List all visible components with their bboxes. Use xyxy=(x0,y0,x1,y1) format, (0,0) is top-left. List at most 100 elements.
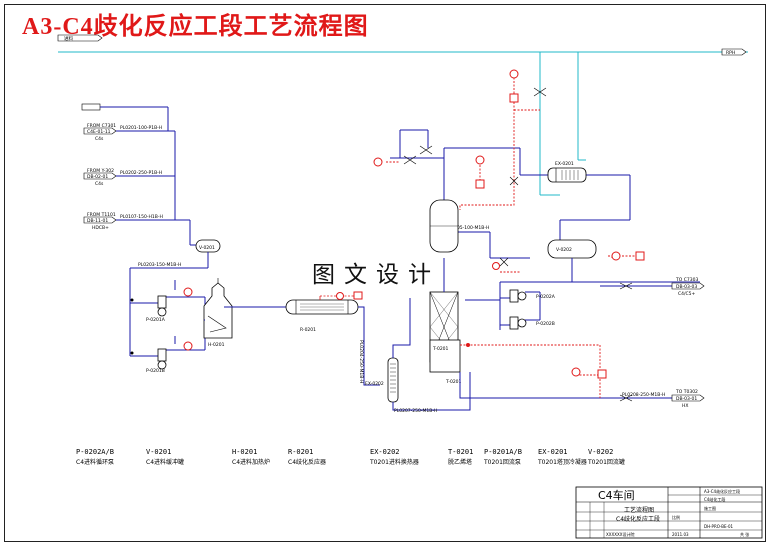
p-0202b-label: P-0201B xyxy=(146,368,165,374)
outlet-2-label: TO T0302 xyxy=(675,389,698,395)
title-block-right-2: C4歧化工段 xyxy=(704,496,725,502)
inlet-3: FROM T1101 DB-11-01 HDCB+ PL0107-150-H1B… xyxy=(83,212,190,231)
legend-code: EX-0201 xyxy=(538,448,568,456)
instrument-bubbles xyxy=(373,69,645,379)
t-0201-label: T-0201 xyxy=(432,346,449,352)
inlet-1-line: PL0201-100-P1B-H xyxy=(120,125,162,131)
outlet-arrow-top-right: RPH xyxy=(721,48,747,56)
p-0202a-label: P-0201A xyxy=(146,317,166,323)
title-block-drawing-no: DH-PRO-BE-01 xyxy=(704,524,734,529)
pump-p0201a: P-0202A xyxy=(509,289,556,303)
legend-code: P-0202A/B xyxy=(76,448,114,456)
legend-name: 脱乙烯塔 xyxy=(448,458,472,466)
pump-p0201b: P-0202B xyxy=(509,316,555,330)
valves xyxy=(403,87,633,402)
bottom-line-label: PL0208-250-M1B-H xyxy=(622,392,665,398)
inlet-1: FROM C7301 C4E-01-11 C4s PL0201-100-P1B-… xyxy=(83,123,175,142)
drawing-frame xyxy=(4,4,766,542)
legend-code: V-0201 xyxy=(146,448,171,456)
pump-p0202a: P-0201A xyxy=(146,295,167,323)
inlet-3-tag: DB-11-01 xyxy=(87,218,108,224)
control-loops xyxy=(386,74,640,398)
title-block-right-1: A3-C4歧化反应工段 xyxy=(704,488,740,494)
legend-name: C4进料循环泵 xyxy=(76,458,114,466)
pump-loop-instruments xyxy=(130,287,193,355)
ex-0202-exchanger: EX-0202 xyxy=(365,357,399,403)
legend-code: V-0202 xyxy=(588,448,613,456)
legend-code: EX-0202 xyxy=(370,448,400,456)
v-0201-drum: V-0201 xyxy=(195,239,221,253)
inlet-2-line: PL0202-250-P1B-H xyxy=(120,170,162,176)
h-0201-furnace: H-0201 xyxy=(203,278,233,348)
loop-line-label: PL0203-150-M1B-H xyxy=(138,262,181,268)
title-block: C4车间 工艺流程图 C4歧化反应工段 A3-C4歧化反应工段 C4歧化工段 施… xyxy=(575,486,763,539)
drawing-subtitle-block: C4歧化反应工段 xyxy=(616,515,660,523)
r-0201-label: R-0201 xyxy=(300,327,316,333)
legend-name: C4歧化反应器 xyxy=(288,458,326,466)
inlet-1-sub: C4s xyxy=(95,136,104,142)
legend-code: R-0201 xyxy=(288,448,313,456)
overhead-vessel xyxy=(429,199,459,253)
outlet-2-tag: DB-03-01 xyxy=(676,396,697,402)
t-0201-column: T-0201 T-0201 xyxy=(429,291,462,385)
pump-loop: PL0203-150-M1B-H xyxy=(129,252,209,357)
legend-code: P-0201A/B xyxy=(484,448,522,456)
t-0201-base-label: T-0201 xyxy=(445,379,462,385)
p-0201b-label: P-0202B xyxy=(536,321,555,327)
title-block-company: XXXXXX设计院 xyxy=(606,531,634,537)
inlet-3-label: FROM T1101 xyxy=(87,212,116,218)
ex-0201-label: EX-0201 xyxy=(555,161,574,167)
column-feed-line-label: PL0207-250-M1B-H xyxy=(394,408,437,414)
overhead-line-label: PL0205-100-M1B-H xyxy=(446,225,489,231)
legend-name: C4进料缓冲罐 xyxy=(146,458,184,466)
title-block-stage: 施工图 xyxy=(704,505,716,511)
inlet-2-label: FROM Y-302 xyxy=(87,168,114,174)
inlet-3-sub: HDCB+ xyxy=(92,225,109,231)
ex-0201-condenser: EX-0201 xyxy=(547,161,587,183)
v-0202-drum: V-0202 xyxy=(547,239,597,259)
p-0201a-label: P-0202A xyxy=(536,294,556,300)
title-block-date: 2011.03 xyxy=(672,532,689,537)
inlet-1-tag: C4E-01-11 xyxy=(87,129,111,135)
title-block-scale: 比例 xyxy=(672,514,680,520)
inlet-arrow-top: 进料 xyxy=(57,34,103,42)
r-0201-reactor: R-0201 xyxy=(285,299,359,333)
inlet-2: FROM Y-302 DB-02-01 C4s PL0202-250-P1B-H xyxy=(83,168,175,187)
outlet-2: TO T0302 DB-03-01 HX PL0208-250-M1B-H xyxy=(459,372,705,409)
outlet-2-sub: HX xyxy=(682,403,688,409)
outlet-1-tag: DB-03-03 xyxy=(676,284,697,290)
reflux-piping xyxy=(465,258,700,330)
inlet-1-label: FROM C7301 xyxy=(87,123,116,129)
reactor-instruments xyxy=(319,291,363,300)
top-right-label: RPH xyxy=(726,50,735,56)
inlet-3-line: PL0107-150-H1B-H xyxy=(120,214,163,220)
ex0202-to-column-line xyxy=(392,298,411,358)
ex-0202-label: EX-0202 xyxy=(365,381,384,387)
inlet-top-label: 进料 xyxy=(64,35,73,42)
reactor-to-ex0202-line xyxy=(358,306,380,386)
v-0202-label: V-0202 xyxy=(556,247,572,253)
title-block-sheet: 共 张 xyxy=(740,531,749,537)
legend-name: T0201回流罐 xyxy=(587,458,625,466)
drawing-title-block: 工艺流程图 xyxy=(624,506,654,514)
outlet-1-sub: C4/C5+ xyxy=(678,291,696,297)
legend-name: C4进料加热炉 xyxy=(232,458,270,466)
h-0201-label: H-0201 xyxy=(208,342,225,348)
outlet-1-label: TO C7303 xyxy=(675,277,698,283)
watermark-text: 图文设计 xyxy=(312,255,440,289)
workshop-name: C4车间 xyxy=(598,488,635,502)
legend-name: T0201回流泵 xyxy=(483,458,521,466)
pump-p0202b: P-0201B xyxy=(146,348,167,374)
v-0201-label: V-0201 xyxy=(199,245,215,251)
reactor-out-line-label: PL0204-250-M1B-H xyxy=(358,340,364,383)
legend-name: T0201进料换热器 xyxy=(369,458,419,466)
inlet-2-sub: C4s xyxy=(95,181,104,187)
legend-name: T0201塔顶冷凝器 xyxy=(537,458,587,466)
legend-code: T-0201 xyxy=(448,448,473,456)
legend-code: H-0201 xyxy=(232,448,257,456)
feed-inlets: FROM C7301 C4E-01-11 C4s PL0201-100-P1B-… xyxy=(81,103,196,246)
inlet-2-tag: DB-02-01 xyxy=(87,174,108,180)
